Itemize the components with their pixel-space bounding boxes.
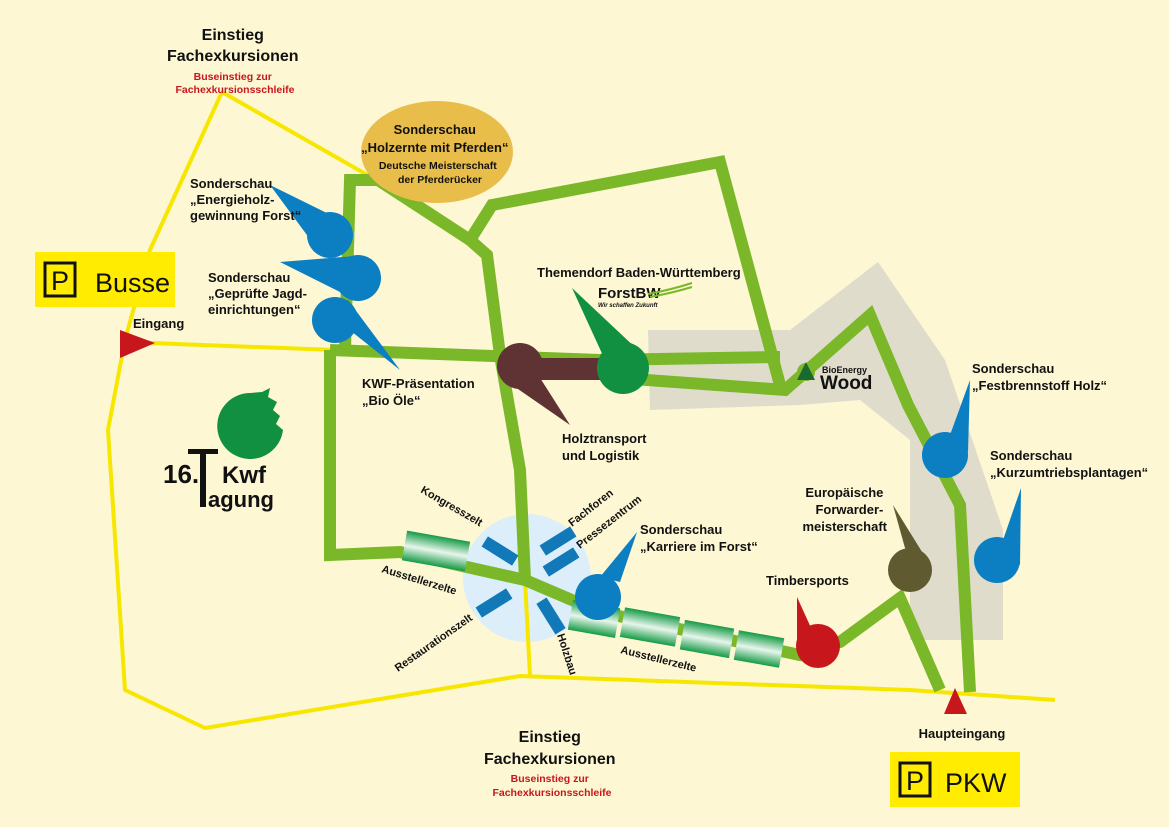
parking-symbol: P <box>906 766 924 796</box>
pressezentrum-tent[interactable] <box>542 547 580 577</box>
kurzumtrieb-label: Sonderschau „Kurzumtriebsplantagen“ <box>990 448 1148 480</box>
exhibitor-tent[interactable] <box>733 630 785 668</box>
fachforen-tent[interactable] <box>539 526 577 556</box>
exhibitor-tent[interactable] <box>679 619 735 659</box>
holzernte-label: Sonderschau „Holzernte mit Pferden“ Deut… <box>361 121 513 186</box>
exhibitor-tent[interactable] <box>401 530 471 572</box>
holztransport-label: Holztransport und Logistik <box>562 431 650 463</box>
parking-label: PKW <box>945 768 1007 798</box>
kwf-praesentation-label: KWF-Präsentation „Bio Öle“ <box>362 376 478 408</box>
svg-text:BioEnergy: BioEnergy <box>822 365 867 375</box>
pins <box>270 185 1021 668</box>
pin-jagd[interactable] <box>280 255 381 301</box>
eingang-label: Eingang <box>133 316 184 331</box>
forstbw-logo: ForstBW Wir schaffen Zukunft <box>598 282 693 309</box>
pin-timbersports[interactable] <box>796 597 840 668</box>
pin-themendorf[interactable] <box>572 288 649 394</box>
forwarder-label: Europäische Forwarder- meisterschaft <box>802 485 887 534</box>
restaurationszelt-tent[interactable] <box>475 588 513 618</box>
themendorf-label: Themendorf Baden-Württemberg <box>537 265 741 280</box>
svg-text:agung: agung <box>208 487 274 512</box>
pin-kurzumtrieb[interactable] <box>974 488 1021 583</box>
timbersports-label: Timbersports <box>766 573 849 588</box>
energieholz-label: Sonderschau „Energieholz- gewinnung Fors… <box>190 176 301 223</box>
parking-car[interactable]: P PKW <box>890 752 1020 807</box>
einstieg-bottom-label: Einstieg Fachexkursionen Buseinstieg zur… <box>484 729 620 799</box>
bioenergy-wood-logo: BioEnergy Wood <box>797 362 872 394</box>
svg-text:Kwf: Kwf <box>222 462 267 489</box>
special-tents <box>475 526 580 635</box>
pin-karriere[interactable] <box>575 532 637 620</box>
jagd-label: Sonderschau „Geprüfte Jagd- einrichtunge… <box>208 270 311 317</box>
einstieg-top-label: Einstieg Fachexkursionen Buseinstieg zur… <box>167 27 303 96</box>
pin-holztransport[interactable] <box>497 343 605 425</box>
svg-text:Wood: Wood <box>820 373 872 394</box>
holzbau-tent[interactable] <box>536 597 566 635</box>
kwf-tagung-logo: 16. Kwf agung <box>163 388 283 512</box>
festbrennstoff-label: Sonderschau „Festbrennstoff Holz“ <box>972 361 1107 393</box>
karriere-label: Sonderschau „Karriere im Forst“ <box>640 522 758 554</box>
entrance-arrow-icon <box>120 330 155 358</box>
pin-bio-oele[interactable] <box>312 297 400 370</box>
parking-bus[interactable]: P Busse <box>35 252 175 307</box>
parking-symbol: P <box>51 266 69 296</box>
pin-forwarder[interactable] <box>888 505 932 592</box>
haupteingang-label: Haupteingang <box>919 726 1006 741</box>
exhibitor-tent[interactable] <box>619 607 681 647</box>
holzernte-area[interactable] <box>361 101 513 203</box>
kongresszelt-tent[interactable] <box>481 536 519 566</box>
svg-text:16.: 16. <box>163 459 199 489</box>
pin-energieholz[interactable] <box>270 185 353 258</box>
svg-text:ForstBW: ForstBW <box>598 285 661 302</box>
main-entrance-arrow-icon <box>944 688 967 714</box>
pin-festbrennstoff[interactable] <box>922 380 970 478</box>
parking-label: Busse <box>95 268 170 298</box>
svg-text:Wir schaffen Zukunft: Wir schaffen Zukunft <box>598 303 659 309</box>
